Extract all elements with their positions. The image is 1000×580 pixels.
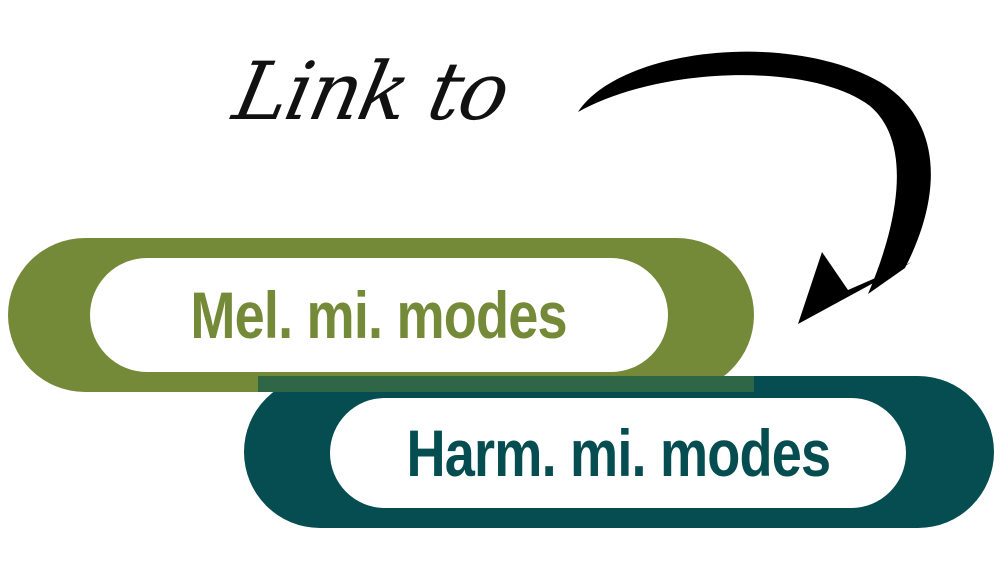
harmonic-minor-modes-label-box[interactable]: Harm. mi. modes xyxy=(330,398,906,508)
harmonic-minor-modes-label: Harm. mi. modes xyxy=(406,416,831,490)
pill-overlap xyxy=(258,376,754,392)
melodic-minor-modes-label: Mel. mi. modes xyxy=(190,278,568,352)
melodic-minor-modes-label-box[interactable]: Mel. mi. modes xyxy=(90,258,668,372)
